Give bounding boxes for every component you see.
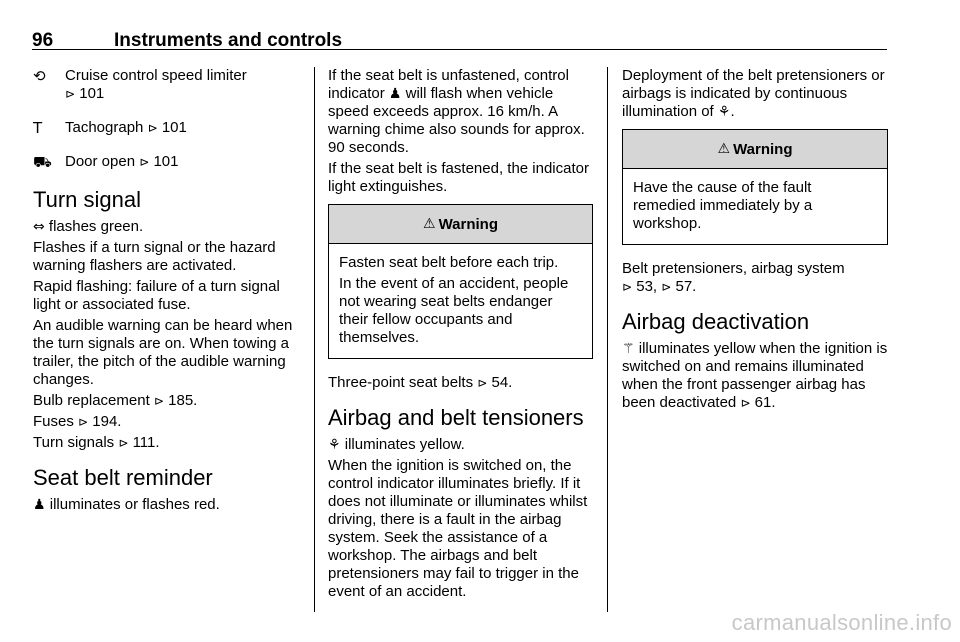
column-divider xyxy=(607,67,608,612)
column-divider xyxy=(314,67,315,612)
list-item-label: Door open xyxy=(65,153,136,170)
ref-arrow-icon: ⊳ xyxy=(661,280,672,294)
list-item-label: Tachograph xyxy=(65,119,144,136)
page-number: 96 xyxy=(32,30,54,51)
paragraph: Fasten seat belt before each trip. xyxy=(339,254,559,271)
airbag-intro: ⚘ illuminates yellow. xyxy=(328,436,465,453)
paragraph: Rapid flashing: failure of a turn signal… xyxy=(33,278,280,313)
ref-arrow-icon: ⊳ xyxy=(139,155,150,169)
airbag-off-icon: ⚚ xyxy=(622,341,635,357)
door-open-icon: ⛟ xyxy=(33,153,52,171)
list-item: T Tachograph ⊳ 101 xyxy=(33,119,301,137)
ref-arrow-icon: ⊳ xyxy=(147,121,158,135)
airbag-icon: ⚘ xyxy=(328,437,341,453)
seat-belt-heading: Seat belt reminder xyxy=(33,465,213,490)
paragraph: When the ignition is switched on, the co… xyxy=(328,457,588,600)
airbag-icon: ⚘ xyxy=(717,104,731,120)
page-ref[interactable]: 101 xyxy=(161,119,187,136)
page-ref[interactable]: 194. xyxy=(92,413,122,430)
column-1: ⟲ Cruise control speed limiter ⊳ 101 T Ta… xyxy=(33,67,301,517)
page-ref[interactable]: 54. xyxy=(491,374,513,391)
column-2: If the seat belt is unfastened, control … xyxy=(328,67,593,604)
page-ref[interactable]: 111. xyxy=(132,434,160,451)
warning-box: ⚠Warning Fasten seat belt before each tr… xyxy=(328,204,593,359)
cruise-control-icon: ⟲ xyxy=(33,67,46,85)
cross-reference: Turn signals ⊳ 111. xyxy=(33,434,160,451)
cross-reference: Bulb replacement ⊳ 185. xyxy=(33,392,198,409)
turn-signal-intro: ⇔ flashes green. xyxy=(33,218,144,235)
paragraph: Deployment of the belt pretensioners or … xyxy=(622,67,885,120)
paragraph: If the seat belt is unfastened, control … xyxy=(328,67,585,156)
ref-arrow-icon: ⊳ xyxy=(740,396,751,410)
list-item: ⟲ Cruise control speed limiter ⊳ 101 xyxy=(33,67,301,103)
paragraph: Have the cause of the fault remedied imm… xyxy=(633,179,813,232)
turn-signal-icon: ⇔ xyxy=(33,219,45,235)
paragraph: Flashes if a turn signal or the hazard w… xyxy=(33,239,276,274)
page-title: Instruments and controls xyxy=(114,30,343,51)
warning-header: ⚠Warning xyxy=(623,130,887,169)
list-item-label: Cruise control speed limiter xyxy=(65,67,247,84)
ref-arrow-icon: ⊳ xyxy=(622,280,633,294)
paragraph: ⚚ illuminates yellow when the ignition i… xyxy=(622,340,888,411)
paragraph: In the event of an accident, people not … xyxy=(339,275,569,346)
warning-triangle-icon: ⚠ xyxy=(717,141,731,157)
list-item: ⛟ Door open ⊳ 101 xyxy=(33,153,301,171)
airbag-heading: Airbag and belt tensioners xyxy=(328,405,584,430)
warning-body: Fasten seat belt before each trip. In th… xyxy=(329,244,592,358)
seat-belt-icon: ♟ xyxy=(388,86,402,102)
ref-arrow-icon: ⊳ xyxy=(65,87,76,101)
cross-reference: Three-point seat belts ⊳ 54. xyxy=(328,374,513,391)
warning-header: ⚠Warning xyxy=(329,205,592,244)
paragraph: An audible warning can be heard when the… xyxy=(33,317,293,388)
warning-body: Have the cause of the fault remedied imm… xyxy=(623,169,887,244)
airbag-deactivation-heading: Airbag deactivation xyxy=(622,309,810,334)
page-ref[interactable]: 61. xyxy=(754,394,776,411)
cross-reference: Fuses ⊳ 194. xyxy=(33,413,122,430)
page-ref[interactable]: 185. xyxy=(168,392,198,409)
ref-arrow-icon: ⊳ xyxy=(78,415,89,429)
page-header: 96 Instruments and controls xyxy=(32,30,342,52)
column-3: Deployment of the belt pretensioners or … xyxy=(622,67,888,415)
cross-reference: Belt pretensioners, airbag system⊳ 53, ⊳… xyxy=(622,260,845,295)
ref-arrow-icon: ⊳ xyxy=(153,394,164,408)
warning-triangle-icon: ⚠ xyxy=(423,216,436,232)
warning-box: ⚠Warning Have the cause of the fault rem… xyxy=(622,129,888,245)
ref-arrow-icon: ⊳ xyxy=(118,436,129,450)
turn-signal-heading: Turn signal xyxy=(33,187,142,212)
page-ref[interactable]: 101 xyxy=(153,153,179,170)
watermark: carmanualsonline.info xyxy=(731,610,952,635)
tachograph-icon: T xyxy=(33,119,43,137)
page-ref[interactable]: 57. xyxy=(675,278,697,295)
seat-belt-icon: ♟ xyxy=(33,497,46,513)
header-rule xyxy=(32,49,887,50)
ref-arrow-icon: ⊳ xyxy=(477,376,488,390)
page-ref[interactable]: 101 xyxy=(79,85,105,102)
paragraph: If the seat belt is fastened, the indica… xyxy=(328,160,589,195)
page-ref[interactable]: 53, xyxy=(636,278,658,295)
seat-belt-intro: ♟ illuminates or flashes red. xyxy=(33,496,220,513)
